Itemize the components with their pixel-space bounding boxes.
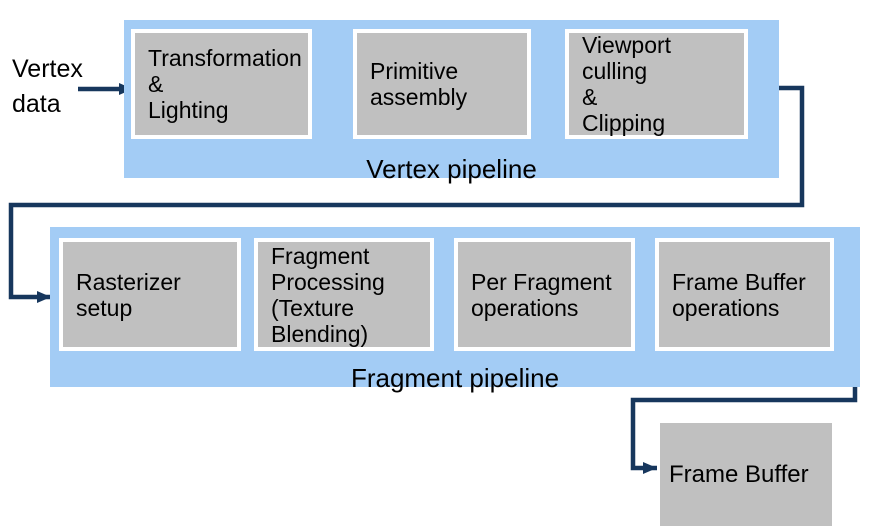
- node-primitive-assembly: Primitive assembly: [353, 29, 531, 139]
- node-fragment-processing: Fragment Processing (Texture Blending): [254, 238, 434, 351]
- node-label: Transformation & Lighting: [148, 45, 302, 123]
- node-label: Per Fragment operations: [471, 268, 612, 321]
- node-label: Rasterizer setup: [76, 268, 181, 321]
- node-frame-buffer-operations: Frame Buffer operations: [655, 238, 834, 351]
- vertex-data-label: Vertex data: [12, 55, 83, 118]
- node-label: Fragment Processing (Texture Blending): [271, 242, 385, 347]
- node-label: Primitive assembly: [370, 58, 468, 110]
- node-per-fragment-operations: Per Fragment operations: [454, 238, 635, 351]
- node-viewport-culling-clipping: Viewport culling & Clipping: [565, 29, 748, 139]
- node-frame-buffer: Frame Buffer: [660, 423, 832, 526]
- node-rasterizer-setup: Rasterizer setup: [59, 238, 241, 351]
- vertex-pipeline-label: Vertex pipeline: [366, 154, 537, 184]
- node-label: Frame Buffer operations: [672, 268, 806, 321]
- node-label: Frame Buffer: [669, 460, 809, 488]
- node-label: Viewport culling & Clipping: [582, 32, 672, 136]
- node-transformation-lighting: Transformation & Lighting: [131, 29, 312, 139]
- fragment-pipeline-label: Fragment pipeline: [350, 363, 560, 393]
